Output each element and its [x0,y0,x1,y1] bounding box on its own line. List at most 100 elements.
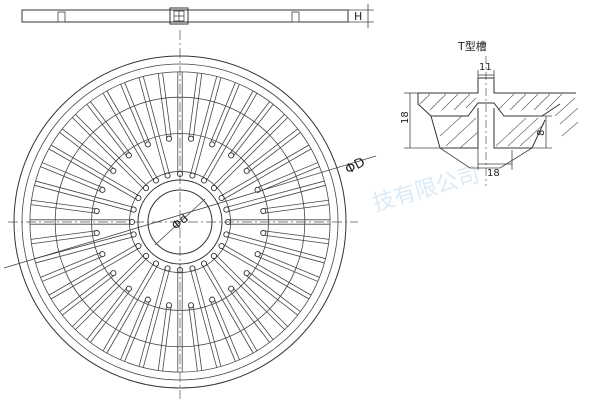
t-slot-21 [40,251,106,282]
h-label: H [354,10,362,23]
t-slot-end-10 [189,265,196,272]
t-slot-45 [254,162,320,193]
t-slot-29 [59,128,117,174]
t-slot-end-33 [144,141,151,148]
t-slot-end-23 [93,229,100,237]
t-slot-27 [40,162,106,193]
t-slot-end-4 [218,242,225,250]
t-slot-end-37 [187,135,195,142]
t-slot-end-5 [243,270,250,277]
t-slot-46 [223,180,326,213]
t-slot-30 [72,114,150,192]
t-slot-3 [254,251,320,282]
t-slot-33 [120,82,151,148]
t-slot-end-14 [164,265,171,272]
t-slot-end-44 [218,194,225,202]
t-slot-end-34 [164,172,171,179]
t-slot-23 [30,229,100,245]
t-slot-end-43 [243,167,250,174]
t-slot-31 [86,101,132,159]
t-slot-end-32 [152,177,160,184]
t-slot-26 [34,180,137,213]
t-slot-end-19 [110,270,117,277]
dim-8-label: 8 [536,130,547,136]
watermark: 技有限公司 [370,163,483,217]
t-slot-34 [138,76,171,179]
t-slot-1 [260,229,330,245]
t-slot-13 [157,302,173,372]
t-slot-end-13 [165,302,173,309]
t-slot-10 [189,265,222,368]
center-lines [8,30,358,399]
t-slot-14 [138,265,171,368]
t-slot-end-27 [99,186,106,193]
t-slot-end-16 [152,260,160,267]
t-slot-end-3 [254,251,261,258]
t-slot-end-39 [209,141,216,148]
hub-bore [147,189,213,255]
t-slot-36 [176,72,184,178]
t-slot-end-2 [223,231,230,238]
t-slot-end-8 [200,260,208,267]
t-slot-end-7 [228,285,235,292]
t-slot-top-edge [418,77,576,94]
t-slot-end-21 [99,251,106,258]
t-slot-28 [48,144,142,202]
t-slot-17 [86,285,132,343]
t-slot-end-42 [210,185,217,192]
t-slot-39 [209,82,240,148]
t-slot-38 [189,76,222,179]
phi-D-label: ΦD [343,155,368,178]
t-slot-11 [187,302,203,372]
t-slot-5 [243,270,301,316]
dim-11-label: 11 [479,62,492,73]
dim-18-bottom-label: 18 [487,168,500,179]
t-slot-end-22 [130,231,137,238]
t-slot-22 [34,231,137,264]
t-slot-7 [228,285,274,343]
t-slot-end-40 [200,177,208,184]
t-slot-end-1 [260,229,267,237]
t-slot-19 [59,270,117,316]
plate-top-view: Φd ΦD [3,30,377,399]
side-view: H [21,4,374,28]
t-slot-16 [102,260,160,354]
t-slot-47 [260,199,330,215]
t-slot-end-35 [165,135,173,142]
t-slot-end-9 [209,296,216,303]
t-slot-41 [228,101,274,159]
t-slot-end-41 [228,152,235,159]
t-slot-37 [187,72,203,142]
dim-18-vertical-label: 18 [400,111,411,124]
t-slot-end-11 [187,302,195,309]
t-slot-18 [72,252,150,330]
t-slot-end-30 [143,185,150,192]
t-slot-44 [218,144,312,202]
t-slot-detail: T型槽 11 18 18 [400,39,579,186]
t-slot-8 [200,260,258,354]
t-slot-end-20 [135,242,142,250]
t-slot-4 [218,242,312,300]
t-slot-end-26 [130,206,137,213]
t-slot-end-38 [189,172,196,179]
t-slot-spokes [30,72,330,372]
t-slot-20 [48,242,142,300]
t-slot-end-46 [223,206,230,213]
hub-outer [137,179,223,265]
side-bolt-right [291,11,300,23]
t-slot-32 [102,90,160,184]
t-slot-title: T型槽 [457,39,487,53]
t-slot-42 [210,114,288,192]
t-slot-9 [209,296,240,362]
t-slot-end-29 [110,167,117,174]
t-slot-25 [30,199,100,215]
t-slot-end-28 [135,194,142,202]
t-slot-15 [120,296,151,362]
t-slot-end-31 [125,152,132,159]
t-slot-end-6 [210,252,217,259]
t-slot-profile [417,93,561,117]
t-slot-end-47 [260,207,267,215]
t-slot-40 [200,90,258,184]
t-slot-43 [243,128,301,174]
